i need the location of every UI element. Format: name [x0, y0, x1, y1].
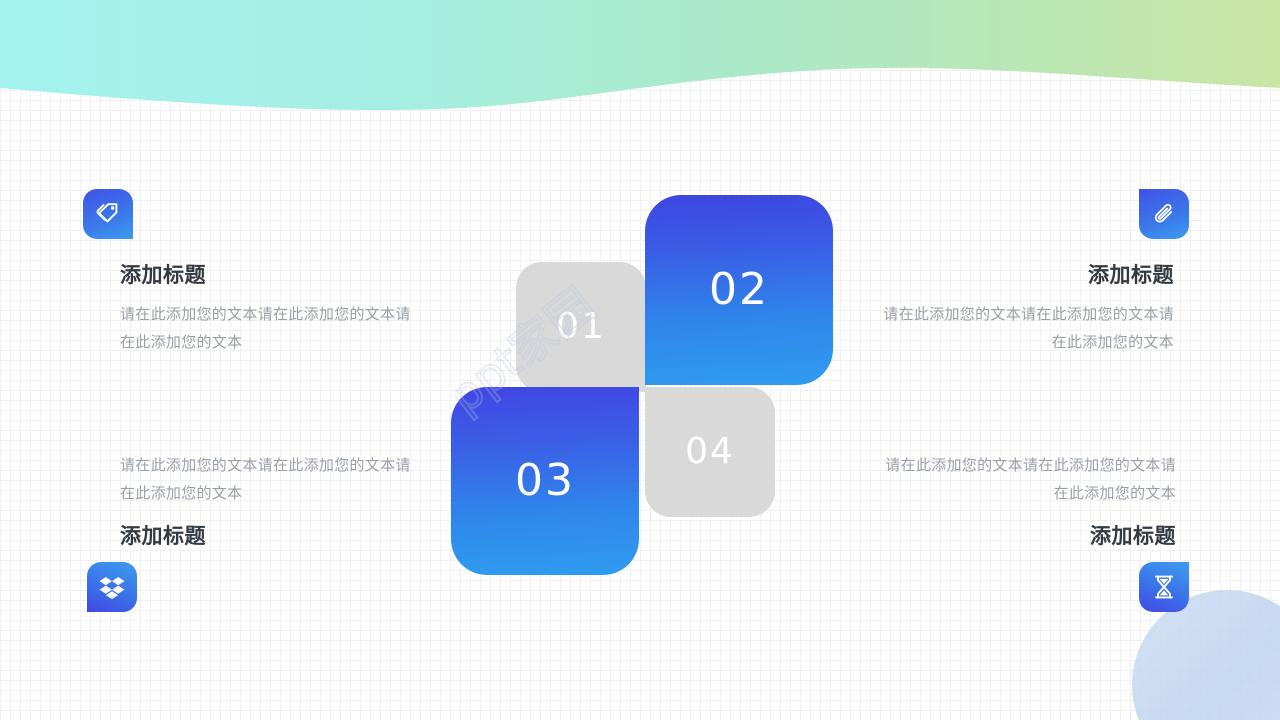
petal-number-03: 03 — [515, 455, 575, 506]
pinwheel-petal-02[interactable]: 02 — [645, 195, 833, 385]
hourglass-sand-top — [1159, 579, 1169, 584]
hourglass-icon-glyph — [1155, 575, 1173, 599]
block-title-top-left: 添加标题 — [120, 264, 206, 287]
dropbox-icon[interactable] — [87, 562, 137, 612]
block-body-top-left: 请在此添加您的文本请在此添加您的文本请在此添加您的文本 — [120, 306, 411, 351]
block-body-bottom-right: 请在此添加您的文本请在此添加您的文本请在此添加您的文本 — [885, 457, 1176, 502]
pinwheel-petal-03[interactable]: 03 — [451, 387, 639, 575]
text-block-top-right: 添加标题 请在此添加您的文本请在此添加您的文本请在此添加您的文本 — [874, 263, 1174, 357]
pinwheel-petal-01[interactable]: 01 — [516, 262, 646, 392]
paperclip-icon-glyph — [1154, 203, 1173, 223]
tag-icon[interactable] — [83, 189, 133, 239]
pinwheel-diagram: 01 02 03 04 — [451, 195, 833, 575]
block-title-bottom-right: 添加标题 — [1090, 524, 1176, 548]
block-title-bottom-left: 添加标题 — [120, 524, 206, 548]
block-body-top-right: 请在此添加您的文本请在此添加您的文本请在此添加您的文本 — [883, 306, 1174, 351]
text-block-bottom-left: 请在此添加您的文本请在此添加您的文本请在此添加您的文本 添加标题 — [120, 452, 420, 550]
text-block-top-left: 添加标题 请在此添加您的文本请在此添加您的文本请在此添加您的文本 — [120, 263, 420, 357]
petal-number-01: 01 — [556, 306, 606, 347]
block-body-bottom-left: 请在此添加您的文本请在此添加您的文本请在此添加您的文本 — [120, 457, 411, 502]
tag-hole — [110, 206, 115, 210]
pinwheel-petal-04[interactable]: 04 — [645, 387, 775, 517]
dropbox-icon-glyph — [99, 577, 125, 599]
hourglass-icon[interactable] — [1139, 562, 1189, 612]
text-block-bottom-right: 请在此添加您的文本请在此添加您的文本请在此添加您的文本 添加标题 — [876, 452, 1176, 550]
hourglass-sand-bottom — [1159, 590, 1169, 596]
petal-number-04: 04 — [685, 431, 735, 472]
petal-number-02: 02 — [709, 264, 769, 315]
block-title-top-right: 添加标题 — [1088, 264, 1174, 287]
paperclip-icon[interactable] — [1139, 189, 1189, 239]
tag-icon-glyph — [96, 203, 118, 223]
